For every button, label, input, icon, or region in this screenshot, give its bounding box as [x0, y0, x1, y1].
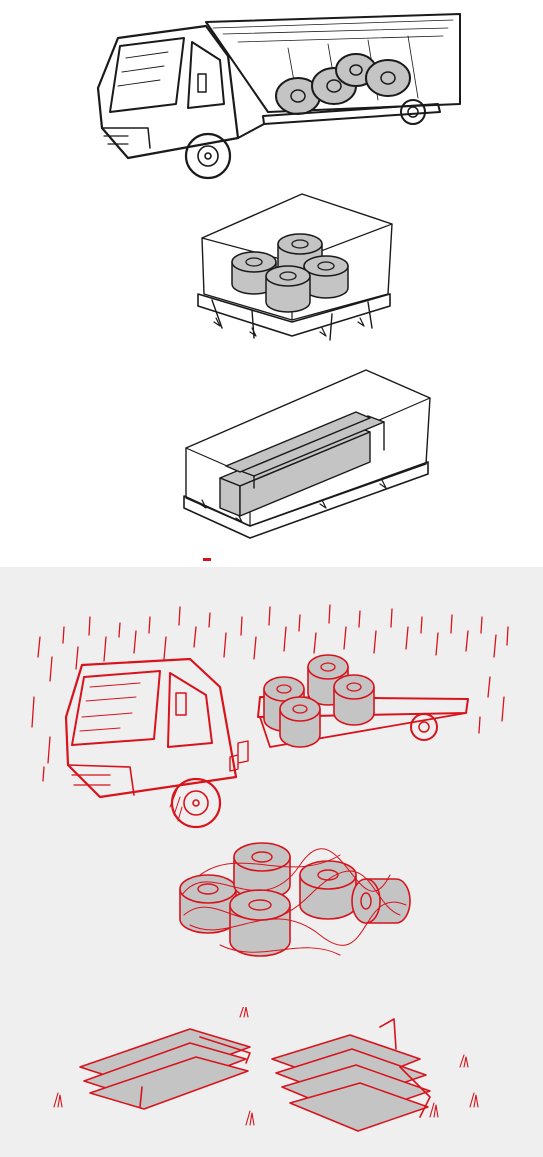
open-truck-illustration [30, 647, 480, 837]
incorrect-storage-panel [0, 567, 543, 1157]
red-mark [203, 558, 211, 561]
scattered-sheets-illustration [50, 1007, 490, 1137]
boxed-coils-illustration [192, 190, 402, 350]
covered-truck-illustration [88, 8, 468, 188]
correct-storage-panel [0, 0, 543, 565]
tangled-coils-illustration [170, 835, 420, 985]
boxed-profiles-illustration [180, 366, 440, 546]
